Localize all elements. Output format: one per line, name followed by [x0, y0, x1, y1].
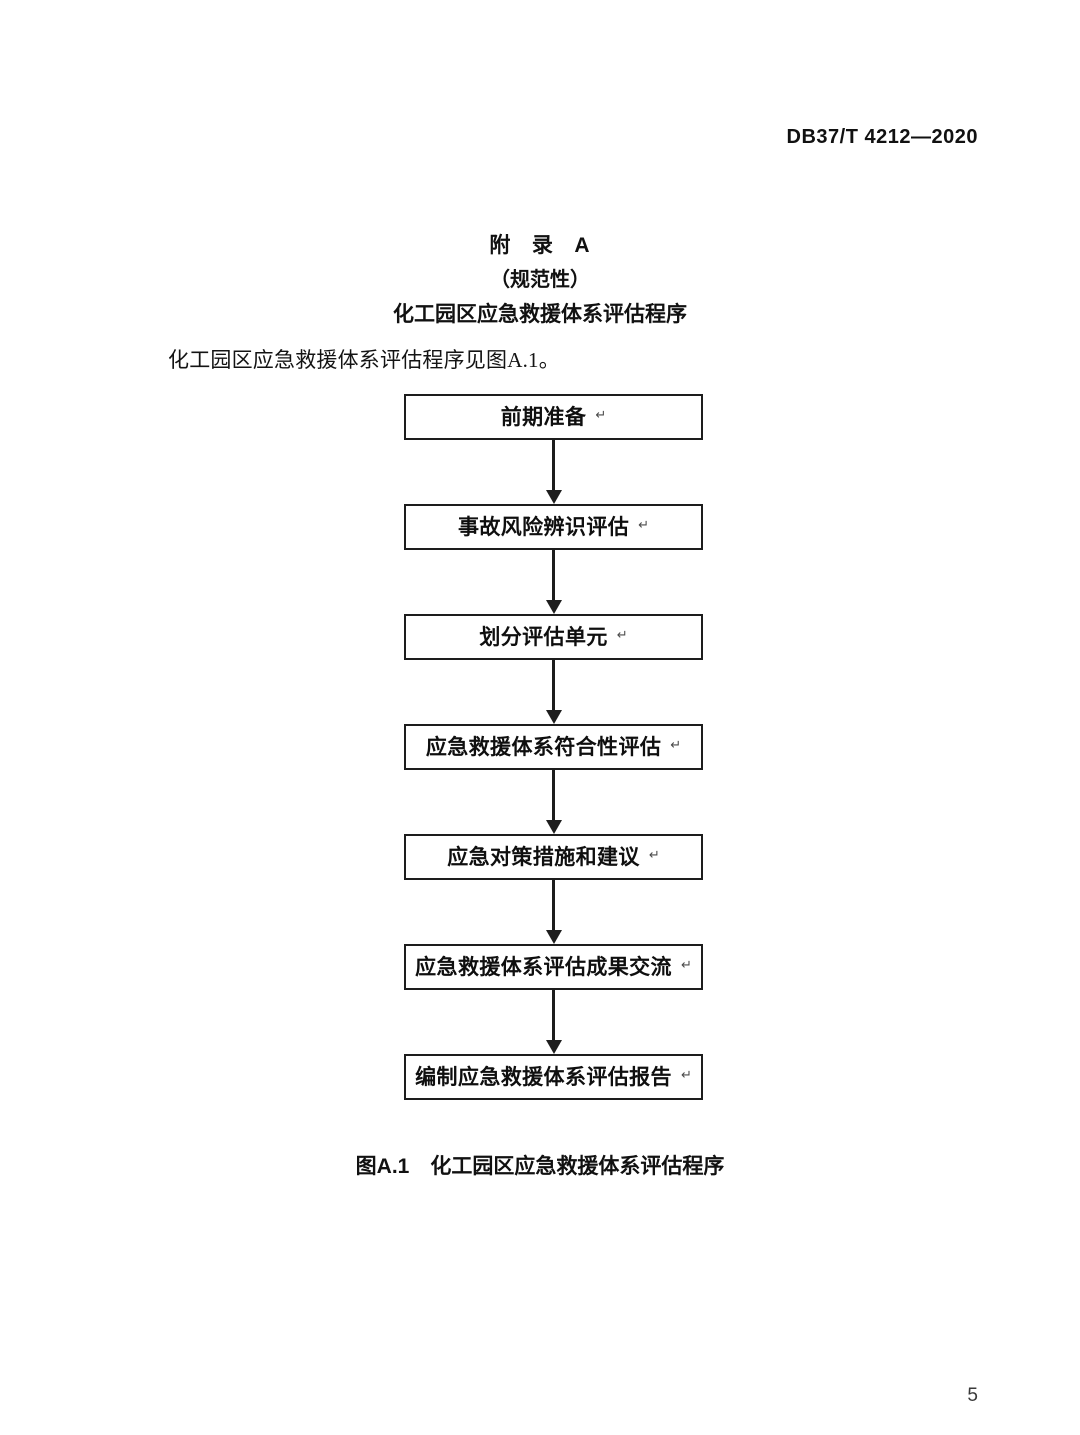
annex-heading-block: 附 录 A （规范性） 化工园区应急救援体系评估程序 — [0, 232, 1080, 330]
arrow-shaft — [552, 880, 555, 932]
flow-arrow-5-to-6 — [404, 880, 703, 944]
flow-node-6-label: 应急救援体系评估成果交流 — [415, 956, 672, 979]
arrow-shaft — [552, 990, 555, 1042]
return-mark-icon: ↵ — [616, 627, 628, 643]
flow-node-4-label: 应急救援体系符合性评估 — [425, 736, 662, 759]
flow-node-5: 应急对策措施和建议 ↵ — [404, 834, 703, 880]
arrow-down-icon — [545, 820, 562, 834]
return-mark-icon: ↵ — [680, 957, 692, 973]
arrow-shaft — [552, 550, 555, 602]
flow-arrow-3-to-4 — [404, 660, 703, 724]
flow-arrow-2-to-3 — [404, 550, 703, 614]
body-paragraph: 化工园区应急救援体系评估程序见图A.1。 — [168, 348, 560, 372]
flow-node-1-label: 前期准备 — [500, 406, 587, 429]
flow-node-3: 划分评估单元 ↵ — [404, 614, 703, 660]
flow-node-1: 前期准备 ↵ — [404, 394, 703, 440]
arrow-down-icon — [545, 600, 562, 614]
flow-node-3-label: 划分评估单元 — [479, 626, 608, 649]
arrow-down-icon — [545, 710, 562, 724]
annex-label: 附 录 A — [489, 234, 591, 257]
page-number: 5 — [967, 1385, 978, 1406]
arrow-down-icon — [545, 1040, 562, 1054]
figure-caption: 图A.1 化工园区应急救援体系评估程序 — [355, 1155, 725, 1178]
flow-arrow-6-to-7 — [404, 990, 703, 1054]
return-mark-icon: ↵ — [648, 847, 660, 863]
return-mark-icon: ↵ — [595, 407, 607, 423]
flow-node-7-label: 编制应急救援体系评估报告 — [415, 1066, 672, 1089]
flow-node-5-label: 应急对策措施和建议 — [447, 846, 640, 869]
arrow-shaft — [552, 770, 555, 822]
arrow-down-icon — [545, 930, 562, 944]
flow-node-4: 应急救援体系符合性评估 ↵ — [404, 724, 703, 770]
flow-node-6: 应急救援体系评估成果交流 ↵ — [404, 944, 703, 990]
annex-title: 化工园区应急救援体系评估程序 — [393, 303, 687, 327]
return-mark-icon: ↵ — [680, 1067, 692, 1083]
arrow-shaft — [552, 660, 555, 712]
flow-node-2: 事故风险辨识评估 ↵ — [404, 504, 703, 550]
annex-normative-marker: （规范性） — [490, 269, 590, 292]
flow-arrow-1-to-2 — [404, 440, 703, 504]
arrow-shaft — [552, 440, 555, 492]
flow-node-2-label: 事故风险辨识评估 — [457, 516, 630, 539]
flow-node-7: 编制应急救援体系评估报告 ↵ — [404, 1054, 703, 1100]
arrow-down-icon — [545, 490, 562, 504]
return-mark-icon: ↵ — [670, 737, 682, 753]
flow-arrow-4-to-5 — [404, 770, 703, 834]
running-header-standard-number: DB37/T 4212—2020 — [786, 126, 978, 148]
flowchart-evaluation-procedure: 前期准备 ↵ 事故风险辨识评估 ↵ 划分评估单元 ↵ 应急救援体系符合性评估 ↵… — [404, 394, 703, 1100]
return-mark-icon: ↵ — [638, 517, 650, 533]
